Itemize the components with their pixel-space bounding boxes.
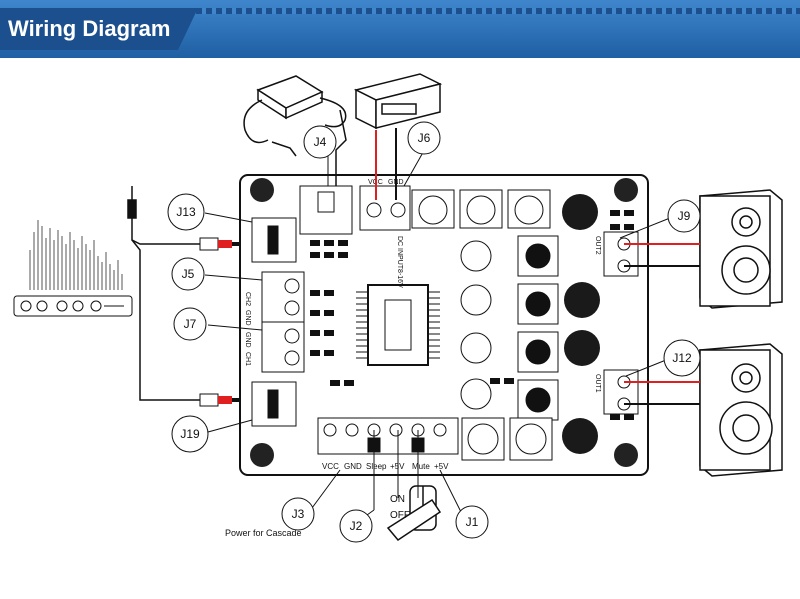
- audio-cables: [127, 186, 212, 401]
- power-cascade-label: Power for Cascade: [225, 528, 302, 538]
- input-terminal-j5: [261, 271, 305, 323]
- input-terminal-j13: [251, 217, 297, 263]
- input-terminal-j19: [251, 381, 297, 427]
- board-label: J3: [292, 507, 305, 521]
- bottom-capacitors: [461, 417, 553, 461]
- board-label: J7: [184, 317, 197, 331]
- callout-j7: J7: [173, 307, 207, 341]
- board-label: OUT2: [594, 236, 601, 255]
- output-terminal-j12: [603, 369, 639, 415]
- callout-j6: J6: [407, 121, 441, 155]
- speaker-right-bottom: [699, 343, 783, 477]
- callout-j5: J5: [171, 257, 205, 291]
- board-label: J13: [176, 205, 196, 219]
- power-supply-unit: [353, 73, 443, 130]
- header-stripe: [196, 8, 800, 14]
- board-label: J9: [678, 209, 691, 223]
- input-terminal-j7: [261, 321, 305, 373]
- board-label: J6: [418, 131, 431, 145]
- rca-plug-top: [199, 237, 240, 251]
- board-label: Mute: [412, 462, 430, 471]
- board-label: VCC: [322, 462, 339, 471]
- board-label: GND: [344, 462, 362, 471]
- mid-capacitors: [460, 240, 492, 410]
- callout-j9: J9: [667, 199, 701, 233]
- board-label: Sleep: [366, 462, 387, 471]
- speaker-right-top: [699, 189, 783, 309]
- bottom-terminal-row: [317, 417, 459, 455]
- dark-capacitors: [562, 194, 600, 454]
- output-terminal-j9: [603, 231, 639, 277]
- callout-j1: J1: [455, 505, 489, 539]
- callout-j2: J2: [339, 509, 373, 543]
- power-jack-j4: [299, 185, 353, 235]
- power-terminal-j6: [359, 185, 411, 231]
- board-label: GND: [244, 332, 251, 348]
- board-label: J4: [314, 135, 327, 149]
- board-left-labels: CH2 GND GND CH1: [244, 292, 251, 366]
- toggle-switch: [386, 485, 442, 541]
- board-label: J12: [672, 351, 692, 365]
- chip-pins: [356, 291, 440, 359]
- board-label: J5: [182, 267, 195, 281]
- mounting-holes: [250, 178, 638, 467]
- board-label: J19: [180, 427, 200, 441]
- board-label: J1: [466, 515, 479, 529]
- switch-on-label: ON: [390, 494, 405, 505]
- board-label: +5V: [434, 462, 449, 471]
- switch-off-label: OFF: [390, 510, 410, 521]
- callout-j3: J3: [281, 497, 315, 531]
- callout-j4: J4: [303, 125, 337, 159]
- page-title: Wiring Diagram: [0, 8, 178, 50]
- callout-j13: J13: [167, 193, 205, 231]
- rca-plug-bottom: [199, 393, 240, 407]
- power-adapter: [243, 75, 347, 157]
- board-label: DC INPUT8-16V: [396, 236, 403, 288]
- top-capacitors: [411, 189, 551, 229]
- equalizer-bars: [29, 220, 123, 290]
- callout-j12: J12: [663, 339, 701, 377]
- board-label: J2: [350, 519, 363, 533]
- board-label: CH1: [244, 352, 251, 366]
- speaker-wires: [624, 243, 700, 405]
- header-bar: Wiring Diagram: [0, 0, 800, 58]
- audio-source-device: [13, 220, 133, 320]
- board-label: CH2: [244, 292, 251, 306]
- header-notch: [178, 8, 198, 50]
- dc-cable: [335, 109, 347, 186]
- board-label: OUT1: [594, 374, 601, 393]
- amplifier-chip: [367, 284, 429, 366]
- psu-wires: [375, 128, 397, 200]
- board-label: GND: [244, 310, 251, 326]
- callout-j19: J19: [171, 415, 209, 453]
